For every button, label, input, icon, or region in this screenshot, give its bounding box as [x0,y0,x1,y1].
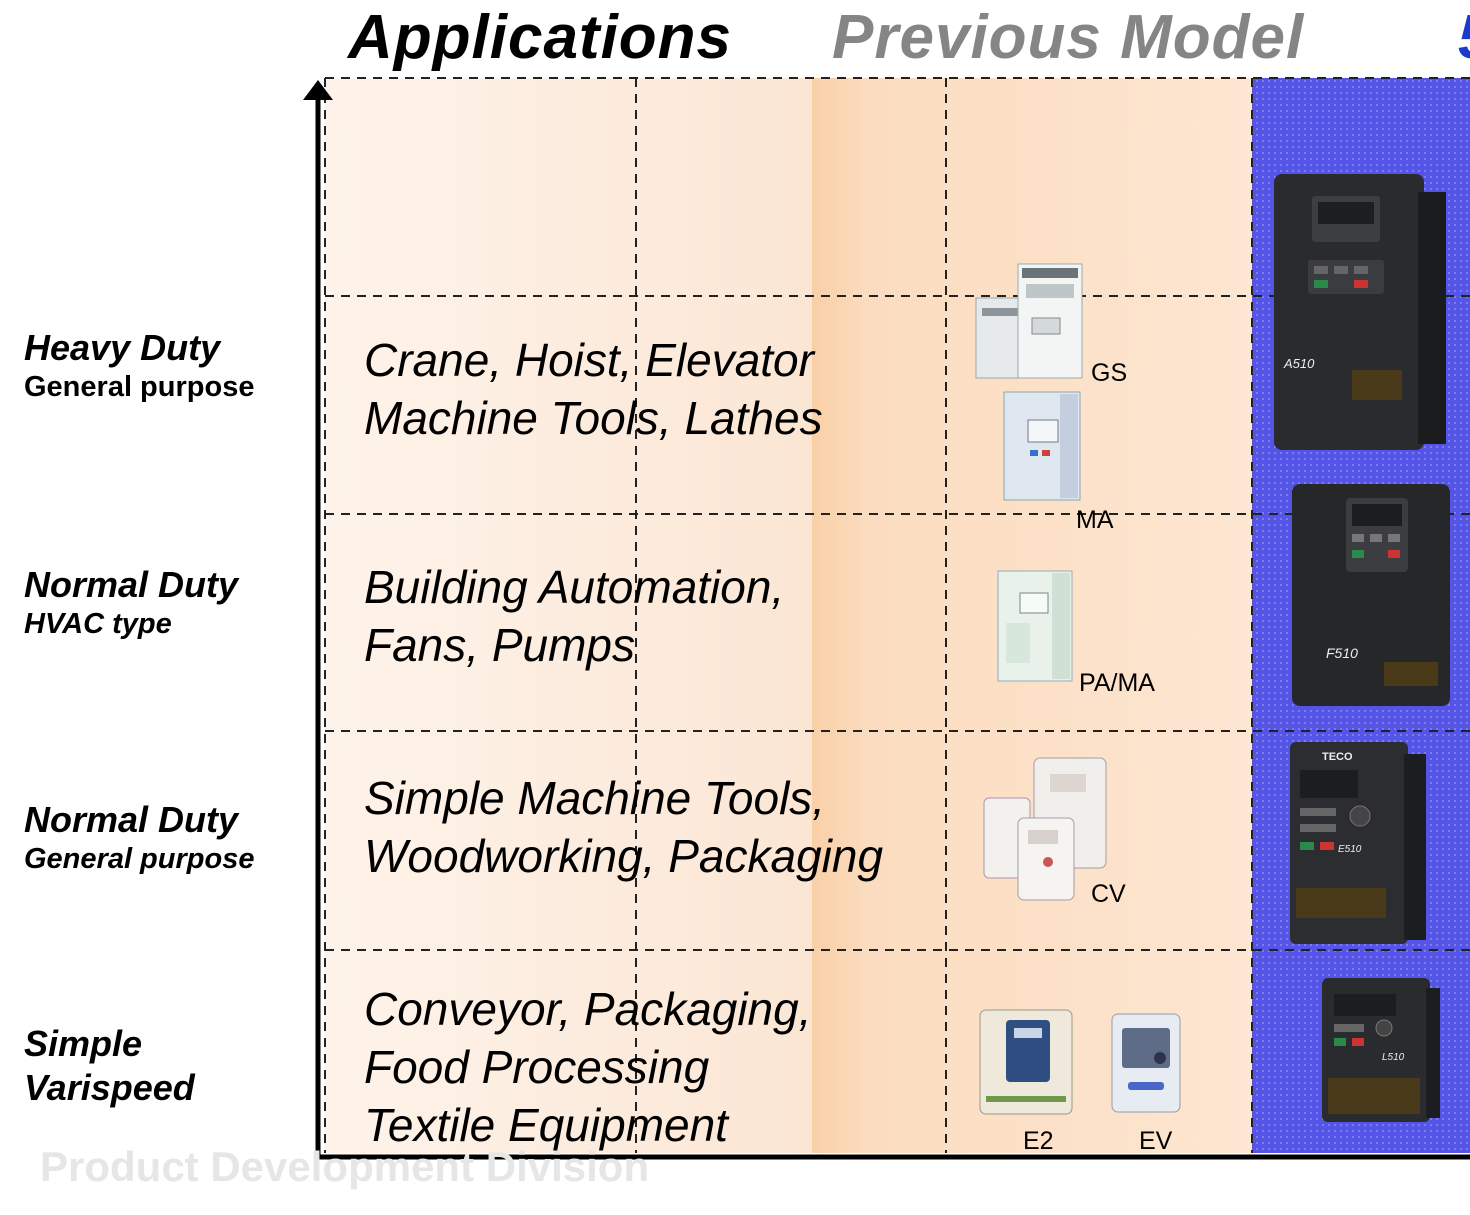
model-label-cv: CV [1091,880,1126,908]
ev-drive-image [1111,1013,1181,1113]
y-axis-arrow [303,80,333,100]
application-line: Conveyor, Packaging, [364,983,812,1035]
category-subtitle: General purpose [24,843,255,875]
f510-model-text: F510 [1326,645,1358,661]
a510-drive-image: A510 [1274,174,1446,450]
application-line: Woodworking, Packaging [364,830,884,882]
application-line: Simple Machine Tools, [364,772,826,824]
a510-model-text: A510 [1283,356,1315,371]
category-normal-duty-general: Normal Duty General purpose [24,800,254,878]
application-general: Simple Machine Tools, Woodworking, Packa… [364,769,883,885]
header-applications: Applications [348,3,733,72]
pa-ma-drive-image [997,570,1073,682]
e510-model-text: E510 [1338,844,1362,855]
cv-drive-image [983,757,1107,901]
category-title: Simple [24,1023,143,1064]
application-line: Building Automation, [364,561,785,613]
category-title: Normal Duty [24,799,239,840]
application-line: Crane, Hoist, Elevator [364,334,814,386]
e510-drive-image: TECO E510 [1290,742,1426,944]
application-line: Textile Equipment [364,1099,728,1151]
application-hvac: Building Automation, Fans, Pumps [364,558,784,674]
gs-drive-image [975,263,1083,379]
category-simple-varispeed: Simple Varispeed [24,1022,195,1110]
application-simple: Conveyor, Packaging, Food Processing Tex… [364,980,812,1154]
category-title: Normal Duty [24,564,239,605]
watermark-text: Product Development Division [40,1143,650,1190]
application-line: Food Processing [364,1041,710,1093]
category-normal-duty-hvac: Normal Duty HVAC type [24,565,238,643]
category-title: Heavy Duty [24,327,221,368]
model-label-ma: MA [1076,506,1114,534]
f510-drive-image: F510 [1292,484,1450,706]
application-line: Machine Tools, Lathes [364,392,823,444]
category-heavy-duty: Heavy Duty General purpose [24,328,254,406]
e2-drive-image [979,1009,1073,1115]
model-label-ev: EV [1139,1127,1173,1155]
e510-brand-text: TECO [1322,751,1353,763]
header-previous-model: Previous Model [832,3,1305,72]
category-title-line2: Varispeed [24,1067,195,1108]
model-label-gs: GS [1091,359,1128,387]
ma-drive-image [1003,391,1081,501]
applications-band [325,78,812,1153]
model-label-e2: E2 [1023,1127,1054,1155]
category-subtitle: General purpose [24,371,255,403]
application-line: Fans, Pumps [364,619,635,671]
header-new-model: 5 [1458,2,1470,73]
model-label-pa-ma: PA/MA [1079,669,1155,697]
category-subtitle: HVAC type [24,608,172,640]
l510-model-text: L510 [1382,1052,1405,1063]
l510-drive-image: L510 [1322,978,1440,1122]
application-heavy-duty: Crane, Hoist, Elevator Machine Tools, La… [364,331,823,447]
